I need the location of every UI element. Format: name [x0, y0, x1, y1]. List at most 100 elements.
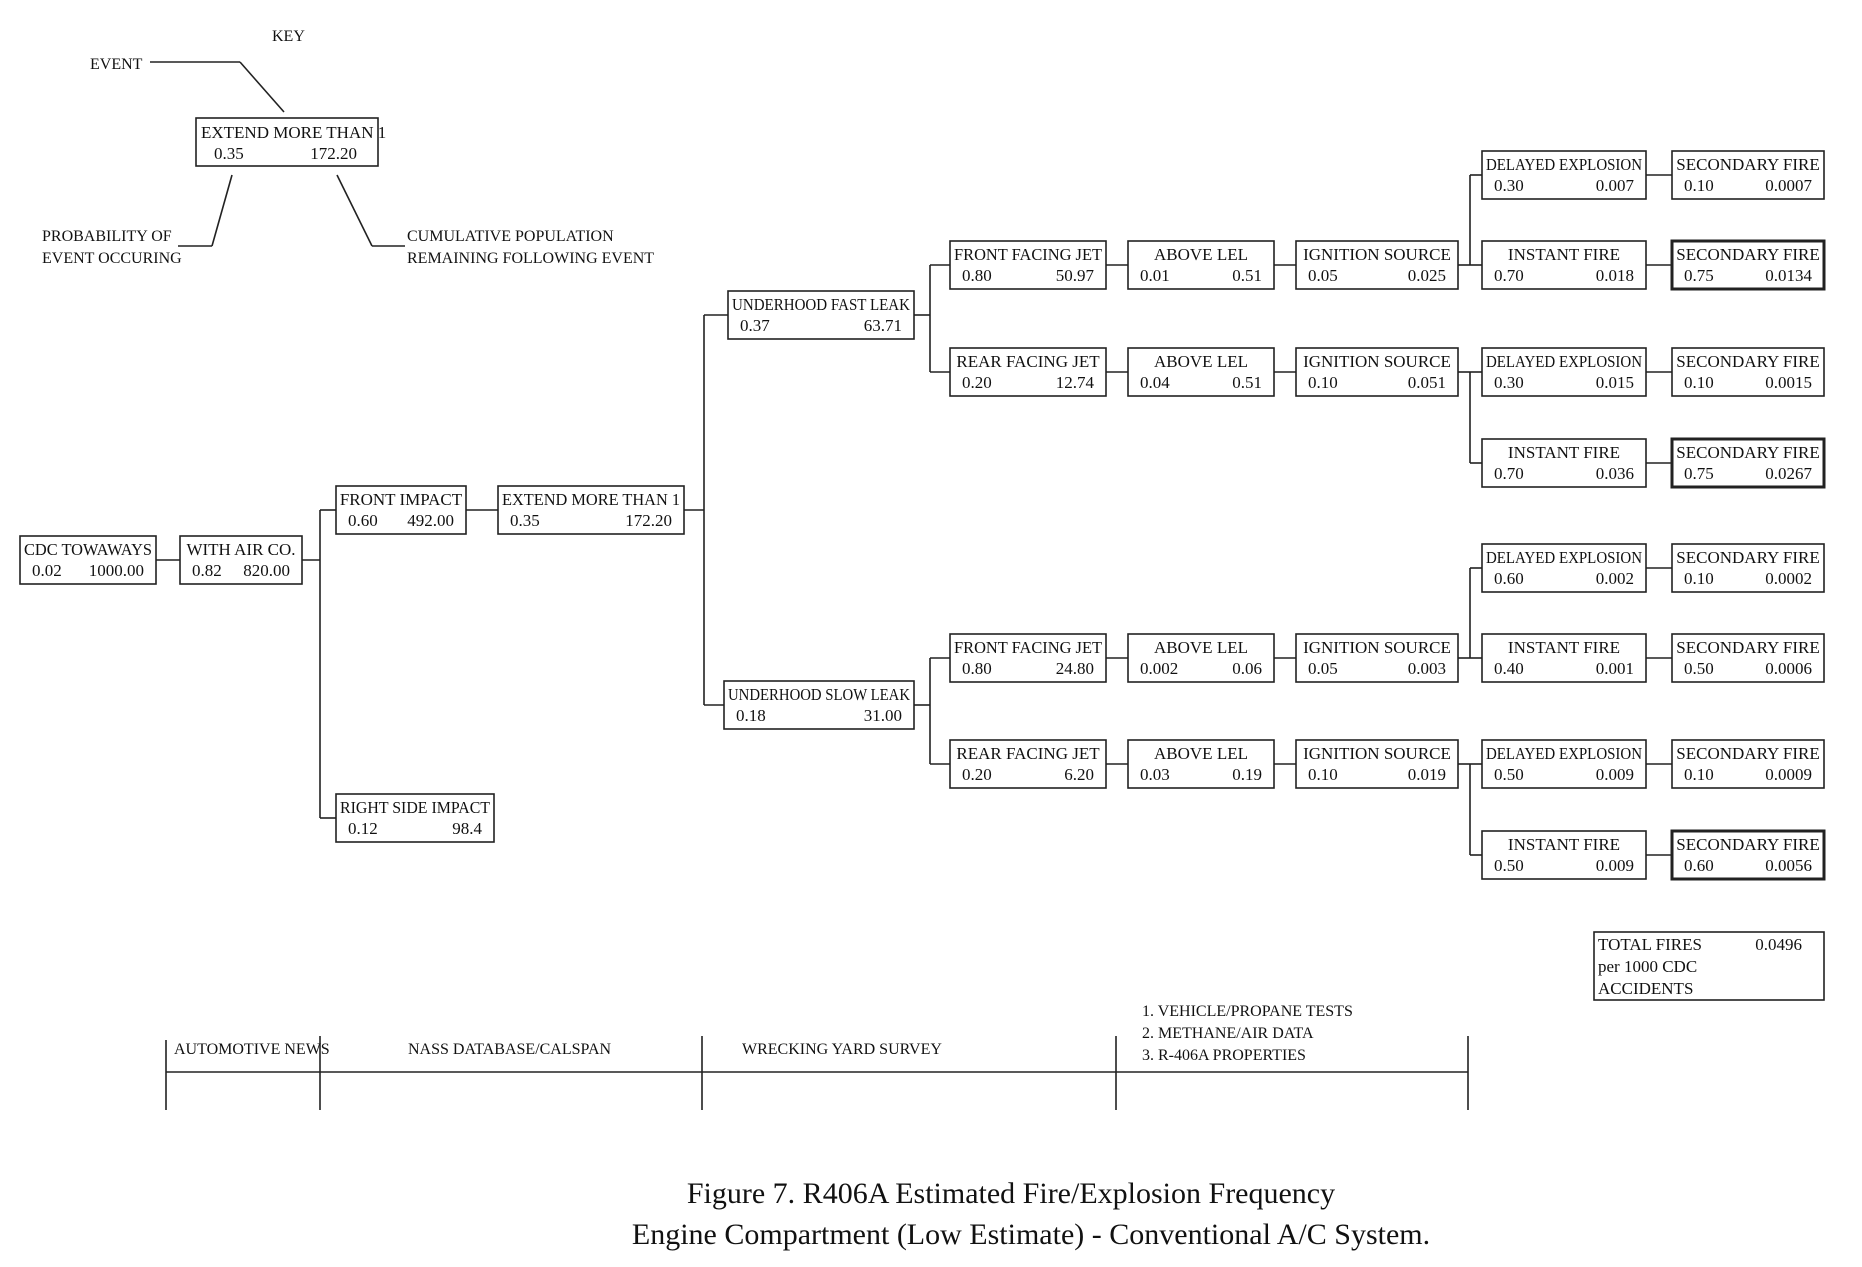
figure-caption-line-2: Engine Compartment (Low Estimate) - Conv… — [632, 1218, 1430, 1251]
node-frame — [1127, 633, 1275, 683]
total-fires-label: TOTAL FIRES — [1598, 935, 1702, 954]
node-label: IGNITION SOURCE — [1303, 245, 1451, 264]
node-probability: 0.10 — [1684, 765, 1714, 784]
node-frame — [949, 240, 1107, 290]
node-frame — [1481, 543, 1647, 593]
node-frame — [723, 680, 915, 730]
node-label: ABOVE LEL — [1154, 245, 1248, 264]
node-frame — [1670, 437, 1826, 489]
key-event-leader-diag — [239, 61, 285, 113]
node-probability: 0.05 — [1308, 659, 1338, 678]
node-frame — [335, 485, 467, 535]
tree-connectors — [156, 174, 1672, 856]
node-frame — [1671, 150, 1825, 200]
node-label: DELAYED EXPLOSION — [1486, 155, 1642, 174]
node-population: 0.19 — [1232, 765, 1262, 784]
node-population: 12.74 — [1056, 373, 1095, 392]
node-population: 0.51 — [1232, 266, 1262, 285]
node-probability: 0.40 — [1494, 659, 1524, 678]
node-label: FRONT FACING JET — [954, 638, 1103, 657]
node-probability: 0.70 — [1494, 464, 1524, 483]
node-label: RIGHT SIDE IMPACT — [340, 798, 491, 817]
node-underhood-fast-leak: UNDERHOOD FAST LEAK 0.37 63.71 — [727, 290, 915, 340]
total-fires-value: 0.0496 — [1755, 935, 1802, 954]
node-frame — [1127, 739, 1275, 789]
node-population: 0.009 — [1596, 765, 1634, 784]
node-frame — [1671, 543, 1825, 593]
node-label: WITH AIR CO. — [186, 540, 295, 559]
node-probability: 0.82 — [192, 561, 222, 580]
node-probability: 0.20 — [962, 373, 992, 392]
node-probability: 0.18 — [736, 706, 766, 725]
node-label: ABOVE LEL — [1154, 352, 1248, 371]
node-above-lel: ABOVE LEL 0.03 0.19 — [1127, 739, 1275, 789]
node-probability: 0.75 — [1684, 464, 1714, 483]
node-label: UNDERHOOD FAST LEAK — [732, 295, 911, 314]
node-population: 0.019 — [1408, 765, 1446, 784]
node-probability: 0.35 — [510, 511, 540, 530]
total-fires-frame — [1593, 931, 1825, 1001]
node-population: 6.20 — [1064, 765, 1094, 784]
node-probability: 0.60 — [1494, 569, 1524, 588]
node-frame — [1670, 829, 1826, 881]
node-frame — [1671, 347, 1825, 397]
node-frame — [1481, 633, 1647, 683]
node-label: SECONDARY FIRE — [1676, 835, 1819, 854]
node-frame — [19, 535, 157, 585]
node-label: ABOVE LEL — [1154, 744, 1248, 763]
node-population: 31.00 — [864, 706, 902, 725]
node-probability: 0.80 — [962, 659, 992, 678]
key-prob-text-1: PROBABILITY OF — [42, 228, 172, 245]
node-probability: 0.50 — [1494, 765, 1524, 784]
node-population: 0.0002 — [1765, 569, 1812, 588]
node-population: 0.025 — [1408, 266, 1446, 285]
node-frame — [497, 485, 685, 535]
node-probability: 0.37 — [740, 316, 770, 335]
node-probability: 0.002 — [1140, 659, 1178, 678]
node-population: 63.71 — [864, 316, 902, 335]
node-population: 0.007 — [1596, 176, 1635, 195]
key-title: KEY — [272, 28, 305, 45]
node-probability: 0.10 — [1684, 373, 1714, 392]
node-label: IGNITION SOURCE — [1303, 352, 1451, 371]
node-probability: 0.20 — [962, 765, 992, 784]
node-population: 0.051 — [1408, 373, 1446, 392]
node-frame — [727, 290, 915, 340]
node-label: SECONDARY FIRE — [1676, 352, 1819, 371]
node-frame — [335, 793, 495, 843]
node-population: 172.20 — [625, 511, 672, 530]
node-frame — [1671, 633, 1825, 683]
node-probability: 0.60 — [348, 511, 378, 530]
node-population: 0.0015 — [1765, 373, 1812, 392]
node-frame — [1670, 239, 1826, 291]
key-event-label: EVENT — [90, 56, 143, 73]
node-frame — [1481, 347, 1647, 397]
node-probability: 0.60 — [1684, 856, 1714, 875]
source-wrecking-yard: WRECKING YARD SURVEY — [742, 1041, 942, 1058]
key-example-prob: 0.35 — [214, 144, 244, 163]
node-label: ABOVE LEL — [1154, 638, 1248, 657]
source-vehicle-propane: 1. VEHICLE/PROPANE TESTS — [1142, 1003, 1353, 1020]
node-label: UNDERHOOD SLOW LEAK — [728, 685, 911, 704]
node-frame — [949, 347, 1107, 397]
key-legend: KEY EVENT EXTEND MORE THAN 1 0.35 172.20… — [42, 28, 654, 267]
node-label: IGNITION SOURCE — [1303, 638, 1451, 657]
node-label: INSTANT FIRE — [1508, 245, 1620, 264]
node-probability: 0.75 — [1684, 266, 1714, 285]
node-probability: 0.03 — [1140, 765, 1170, 784]
total-fires-accidents: ACCIDENTS — [1598, 979, 1693, 998]
